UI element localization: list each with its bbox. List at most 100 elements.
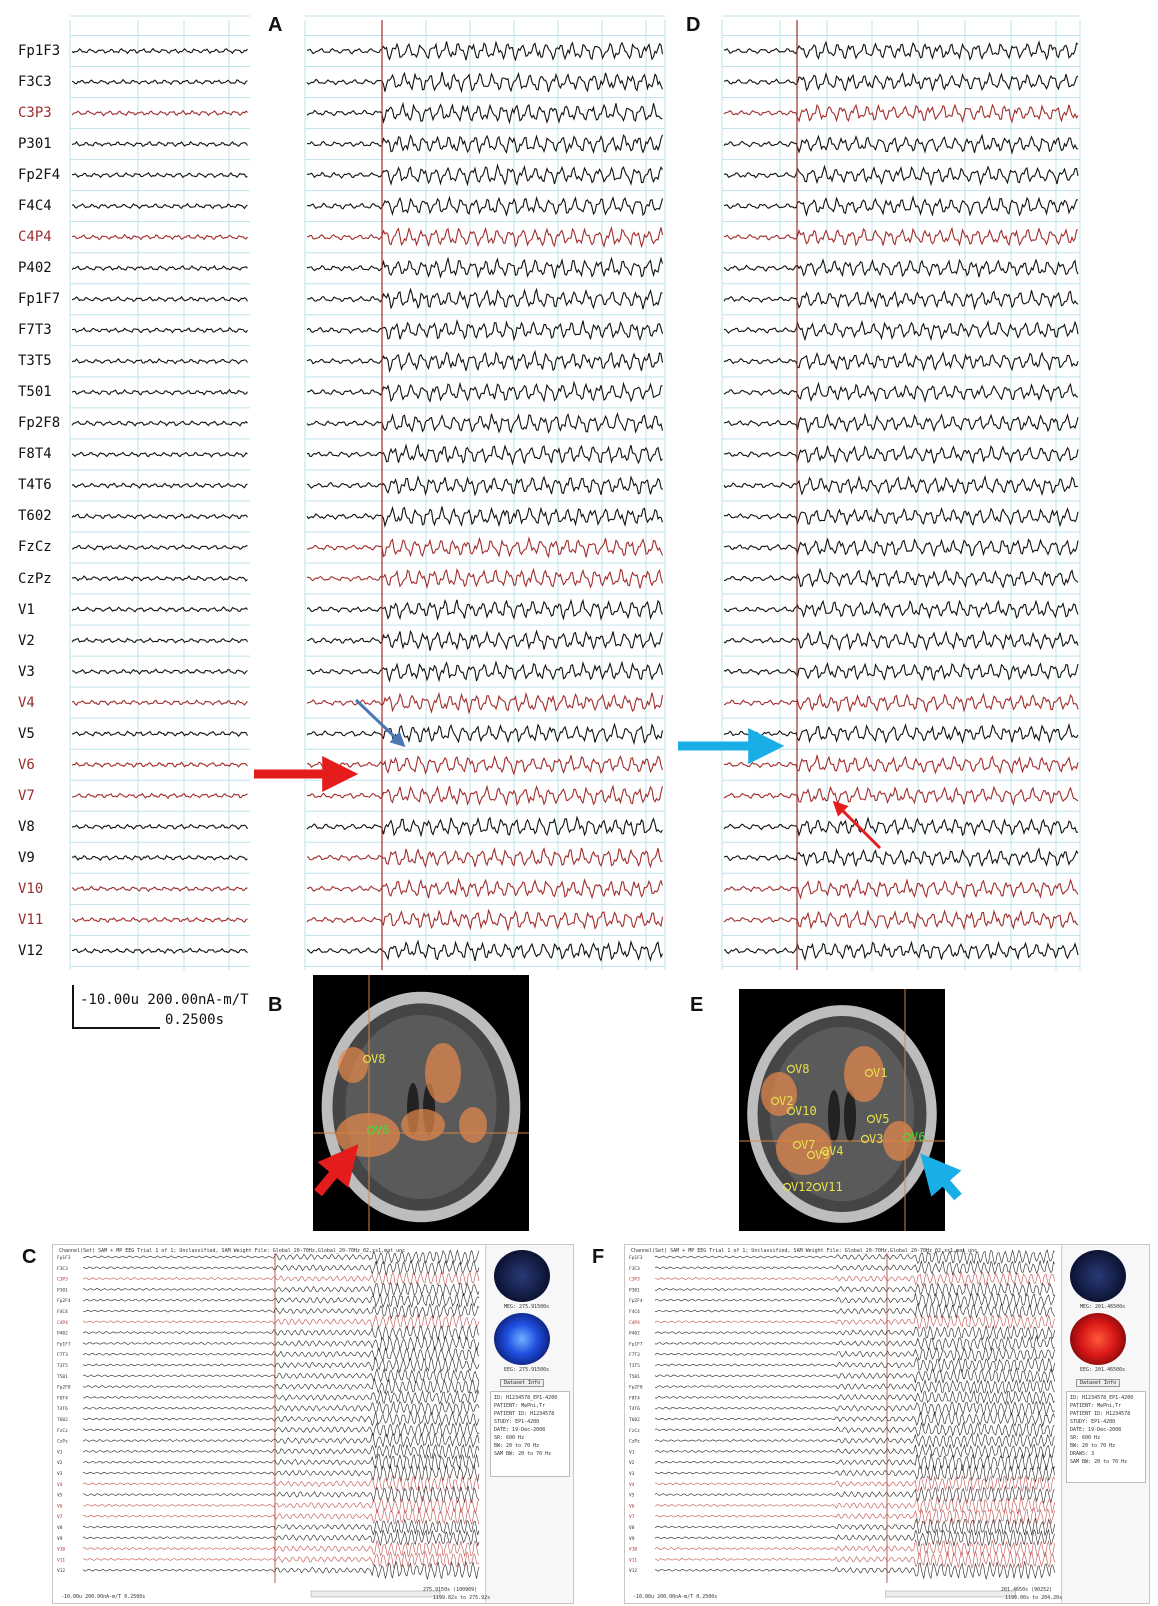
mini-trace — [654, 1389, 1055, 1406]
mini-trace — [82, 1433, 480, 1449]
mini-trace — [82, 1443, 480, 1460]
mini-trace — [654, 1248, 1055, 1266]
channel-label-t602: T602 — [18, 508, 52, 525]
mini-trace — [654, 1411, 1055, 1428]
window-f-footer-range: 1199.00s to 204.20s — [1005, 1595, 1063, 1601]
channel-label-f4c4: F4C4 — [18, 198, 52, 215]
window-c-traces: Fp1F3F3C3C3P3P301Fp2F4F4C4C4P4P402Fp1F7F… — [57, 1249, 480, 1598]
mini-trace — [654, 1302, 1055, 1319]
mini-trace — [82, 1291, 480, 1309]
source-marker-v6 — [366, 1125, 376, 1135]
source-label-v5: V5 — [875, 1112, 889, 1126]
scale-bar-vertical — [72, 985, 74, 1029]
trace-baseline-v1 — [71, 606, 248, 613]
trace-a-v7 — [306, 784, 664, 807]
trace-baseline-t3t5 — [71, 358, 248, 365]
trace-baseline-f7t3 — [71, 327, 248, 334]
trace-d-f7t3 — [724, 319, 1079, 342]
mini-trace — [82, 1560, 480, 1581]
mini-channel-label: V6 — [629, 1503, 635, 1509]
trace-a-v12 — [306, 939, 663, 962]
mini-channel-label: V6 — [57, 1503, 63, 1509]
trace-a-v5 — [306, 722, 664, 746]
trace-baseline-v12 — [71, 947, 248, 955]
mini-trace — [82, 1464, 480, 1483]
mini-channel-label: V11 — [57, 1557, 65, 1563]
dataset-info-line: PATIENT: MePhi,Tr — [1070, 1403, 1122, 1409]
trace-baseline-v3 — [72, 668, 248, 675]
trace-d-v10 — [723, 878, 1079, 900]
channel-label-v7: V7 — [18, 787, 35, 804]
trace-a-t3t5 — [306, 350, 664, 373]
activation-blob — [336, 1113, 400, 1157]
dataset-info-line: DRAWS: 3 — [1070, 1451, 1095, 1457]
mini-trace — [82, 1270, 480, 1287]
trace-d-t4t6 — [723, 474, 1079, 497]
source-marker-v7 — [792, 1140, 802, 1150]
channel-label-c3p3: C3P3 — [18, 105, 52, 122]
source-marker-v1 — [864, 1068, 874, 1078]
panel-letter-f: F — [592, 1246, 605, 1268]
mini-channel-label: Fp2F8 — [629, 1385, 643, 1391]
channel-label-v11: V11 — [18, 911, 44, 928]
source-label-v8: V8 — [371, 1052, 385, 1066]
mini-channel-label: V8 — [629, 1525, 635, 1531]
mini-trace — [82, 1452, 480, 1471]
trace-d-f8t4 — [723, 444, 1079, 465]
dataset-info-button-c[interactable]: Dataset Info — [500, 1379, 545, 1387]
mini-trace — [82, 1313, 480, 1330]
trace-d-v2 — [723, 629, 1079, 652]
mini-channel-label: FzCz — [629, 1428, 640, 1434]
mini-channel-label: V5 — [57, 1493, 63, 1499]
window-c-sidebar: MEG: 275.91500s EEG: 275.91500s Dataset … — [485, 1245, 573, 1603]
panel-letter-c: C — [22, 1246, 37, 1268]
activation-blob — [761, 1072, 797, 1116]
mini-trace — [82, 1421, 480, 1438]
mini-trace — [82, 1335, 480, 1352]
mini-channel-label: V12 — [57, 1568, 65, 1574]
activation-blob — [338, 1047, 368, 1083]
trace-d-v1 — [723, 599, 1079, 620]
source-label-v9: V9 — [815, 1148, 829, 1162]
trace-d-c3p3 — [723, 103, 1079, 124]
mini-channel-label: Fp1F3 — [57, 1255, 71, 1261]
mini-channel-label: V11 — [629, 1557, 637, 1563]
mini-trace — [654, 1400, 1055, 1417]
mini-trace — [654, 1560, 1055, 1581]
mini-trace — [82, 1528, 480, 1547]
trace-baseline-czpz — [71, 575, 248, 582]
mini-channel-label: V10 — [57, 1547, 65, 1553]
trace-a-f3c3 — [306, 71, 664, 94]
window-f-sidebar: MEG: 201.46500s EEG: 201.46500s Dataset … — [1061, 1245, 1149, 1603]
source-marker-v4 — [820, 1146, 830, 1156]
mini-channel-label: V9 — [57, 1536, 63, 1542]
trace-a-t501 — [306, 380, 663, 403]
activation-blob — [401, 1109, 445, 1141]
trace-baseline-p301 — [71, 140, 248, 147]
mini-trace — [82, 1345, 480, 1362]
dataset-info-line: PATIENT ID: H1234578 — [494, 1411, 555, 1417]
panel-d-traces — [723, 20, 1079, 970]
activation-blob — [844, 1046, 884, 1102]
mini-trace — [654, 1506, 1055, 1526]
mini-channel-label: C3P3 — [629, 1277, 640, 1283]
window-f-header: Channel(Set) SAM + MP EEG Trial 1 of 1; … — [631, 1248, 978, 1254]
channel-label-fzcz: FzCz — [18, 539, 52, 556]
activation-blob — [459, 1107, 487, 1143]
mini-channel-label: F3C3 — [57, 1266, 68, 1272]
mini-trace — [654, 1421, 1055, 1438]
trace-baseline-v11 — [71, 916, 248, 923]
panel-letter-e: E — [690, 994, 704, 1016]
source-marker-v10 — [786, 1106, 796, 1116]
dataset-info-button-f[interactable]: Dataset Info — [1076, 1379, 1121, 1387]
trace-d-t3t5 — [723, 351, 1079, 372]
trace-d-fp2f4 — [723, 164, 1079, 187]
trace-a-p301 — [306, 134, 664, 155]
source-label-v4: V4 — [829, 1144, 843, 1158]
trace-d-fp1f7 — [723, 290, 1079, 311]
source-label-v6: V6 — [911, 1130, 925, 1144]
trace-d-p402 — [723, 258, 1079, 278]
mini-channel-label: V3 — [57, 1471, 63, 1477]
mini-trace — [82, 1281, 480, 1297]
